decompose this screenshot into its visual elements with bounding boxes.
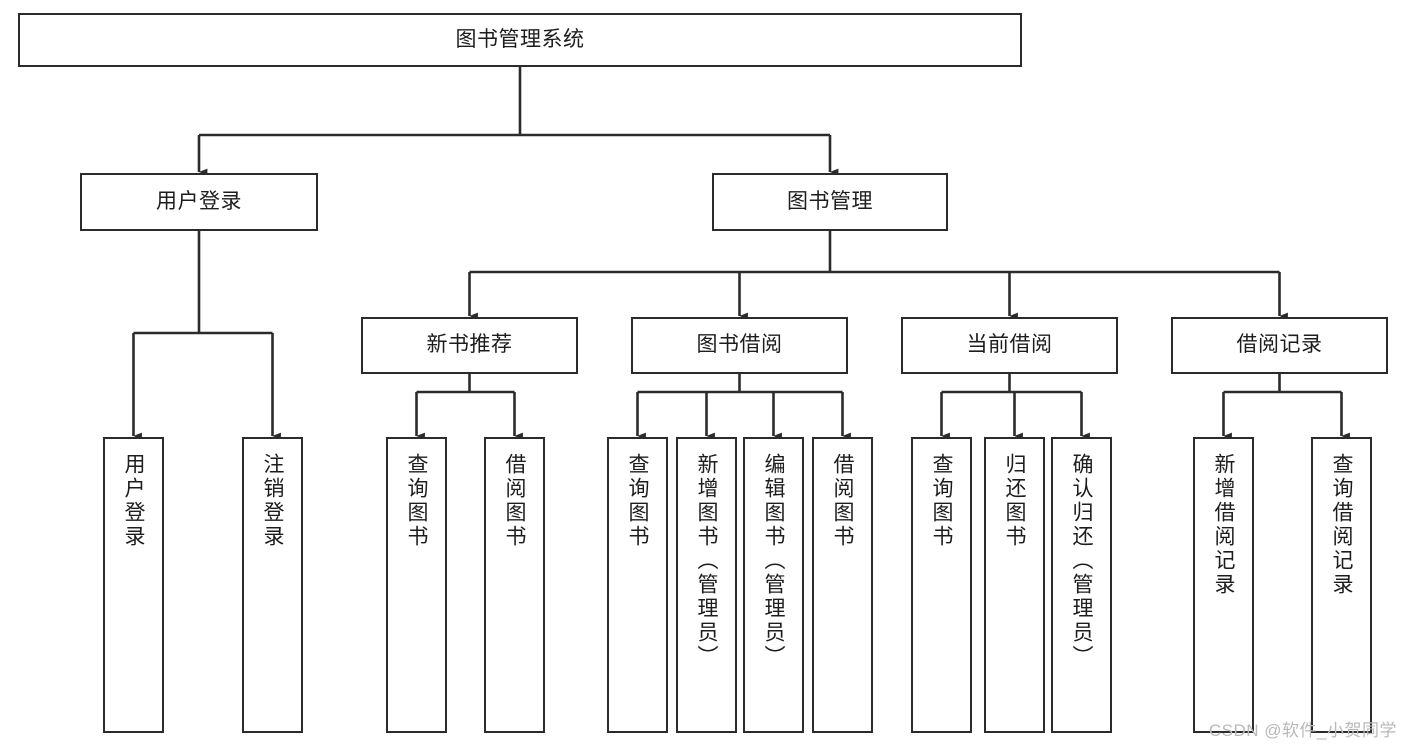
node-label: 新增图书（管理员） — [695, 453, 718, 669]
node-label: 用户登录 — [122, 453, 145, 549]
node-label: 注销登录 — [261, 453, 284, 549]
node-leaf-query-borrow-record[interactable]: 查询借阅记录 — [1311, 437, 1372, 733]
node-book-borrow[interactable]: 图书借阅 — [631, 317, 848, 374]
node-label: 新增借阅记录 — [1212, 453, 1235, 597]
node-label: 查询图书 — [405, 453, 428, 549]
node-label: 查询图书 — [930, 453, 953, 549]
node-leaf-current-query-book[interactable]: 查询图书 — [911, 437, 972, 733]
node-leaf-add-borrow-record[interactable]: 新增借阅记录 — [1193, 437, 1254, 733]
node-label: 确认归还（管理员） — [1070, 453, 1093, 669]
node-borrow-record[interactable]: 借阅记录 — [1171, 317, 1388, 374]
node-book-management-module[interactable]: 图书管理 — [712, 173, 948, 231]
node-label: 用户登录 — [156, 189, 242, 213]
node-label: 新书推荐 — [426, 333, 513, 357]
node-leaf-new-borrow-book[interactable]: 借阅图书 — [484, 437, 545, 733]
node-label: 归还图书 — [1003, 453, 1026, 549]
node-label: 借阅图书 — [831, 453, 854, 549]
node-label: 编辑图书（管理员） — [762, 453, 785, 669]
node-label: 当前借阅 — [966, 333, 1053, 357]
node-label: 图书借阅 — [696, 333, 783, 357]
node-label: 图书管理 — [787, 189, 873, 213]
node-user-login-module[interactable]: 用户登录 — [80, 173, 318, 231]
node-label: 借阅图书 — [503, 453, 526, 549]
node-leaf-borrow-query-book[interactable]: 查询图书 — [607, 437, 668, 733]
node-label: 查询图书 — [626, 453, 649, 549]
node-label: 借阅记录 — [1236, 333, 1323, 357]
node-leaf-return-book[interactable]: 归还图书 — [984, 437, 1045, 733]
node-leaf-borrow-book[interactable]: 借阅图书 — [812, 437, 873, 733]
node-label: 查询借阅记录 — [1330, 453, 1353, 597]
node-label: 图书管理系统 — [455, 27, 585, 51]
node-leaf-confirm-return-admin[interactable]: 确认归还（管理员） — [1051, 437, 1112, 733]
node-new-book-recommend[interactable]: 新书推荐 — [361, 317, 578, 374]
node-leaf-new-query-book[interactable]: 查询图书 — [386, 437, 447, 733]
node-leaf-add-book-admin[interactable]: 新增图书（管理员） — [676, 437, 737, 733]
node-root[interactable]: 图书管理系统 — [18, 13, 1022, 67]
node-leaf-edit-book-admin[interactable]: 编辑图书（管理员） — [743, 437, 804, 733]
node-leaf-user-logout[interactable]: 注销登录 — [242, 437, 303, 733]
node-leaf-user-login[interactable]: 用户登录 — [103, 437, 164, 733]
node-current-borrow[interactable]: 当前借阅 — [901, 317, 1118, 374]
